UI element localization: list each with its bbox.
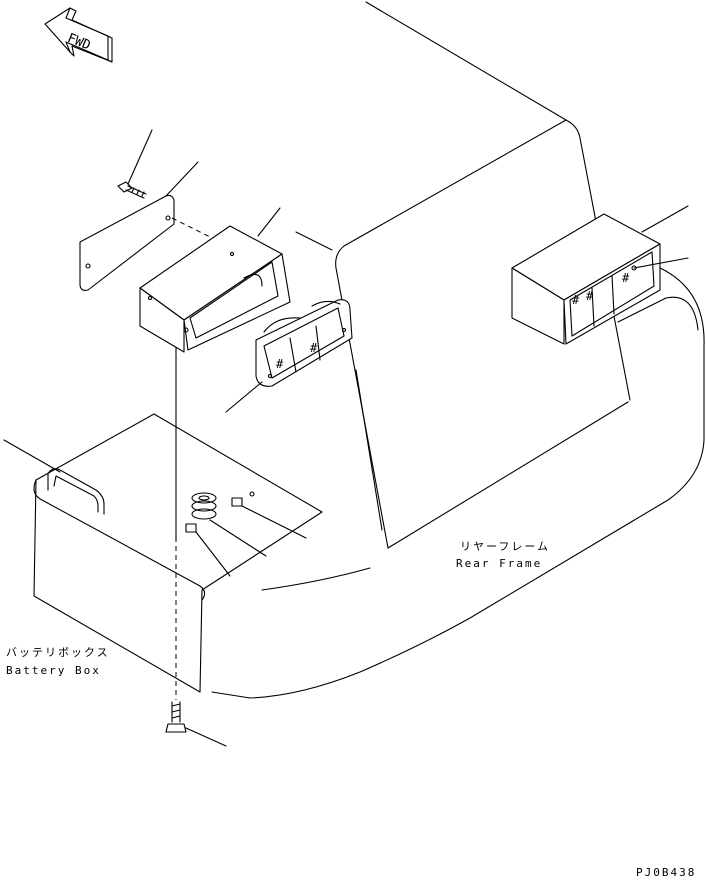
rear-frame-label-en: Rear Frame: [456, 557, 542, 570]
washer-part: [249, 491, 255, 497]
battery-box-label-jp: バッテリボックス: [6, 646, 110, 659]
lamp-symbol: #: [310, 341, 318, 355]
spacer-part: [185, 523, 197, 533]
coil-spring: [191, 492, 217, 520]
right-lamp-housing: # # #: [511, 205, 689, 345]
rear-lamp-unit: # #: [225, 299, 353, 413]
battery-box: [3, 413, 323, 693]
battery-box-label-en: Battery Box: [6, 664, 101, 677]
lamp-symbol: #: [586, 289, 594, 303]
lamp-symbol: #: [572, 293, 580, 307]
lamp-symbol: #: [276, 357, 284, 371]
cover-plate: [79, 161, 199, 291]
mounting-bolt-top: [117, 129, 153, 199]
lamp-housing: [139, 207, 291, 353]
fwd-arrow-icon: FWD: [44, 7, 113, 63]
rear-frame: [211, 1, 705, 699]
nut-part: [231, 497, 243, 507]
battery-box-handle: [47, 468, 105, 515]
lamp-symbol: #: [622, 271, 630, 285]
rear-frame-label-jp: リヤーフレーム: [460, 540, 550, 553]
drawing-number: PJ0B438: [636, 866, 696, 879]
mounting-bolt-bottom: [165, 701, 227, 747]
